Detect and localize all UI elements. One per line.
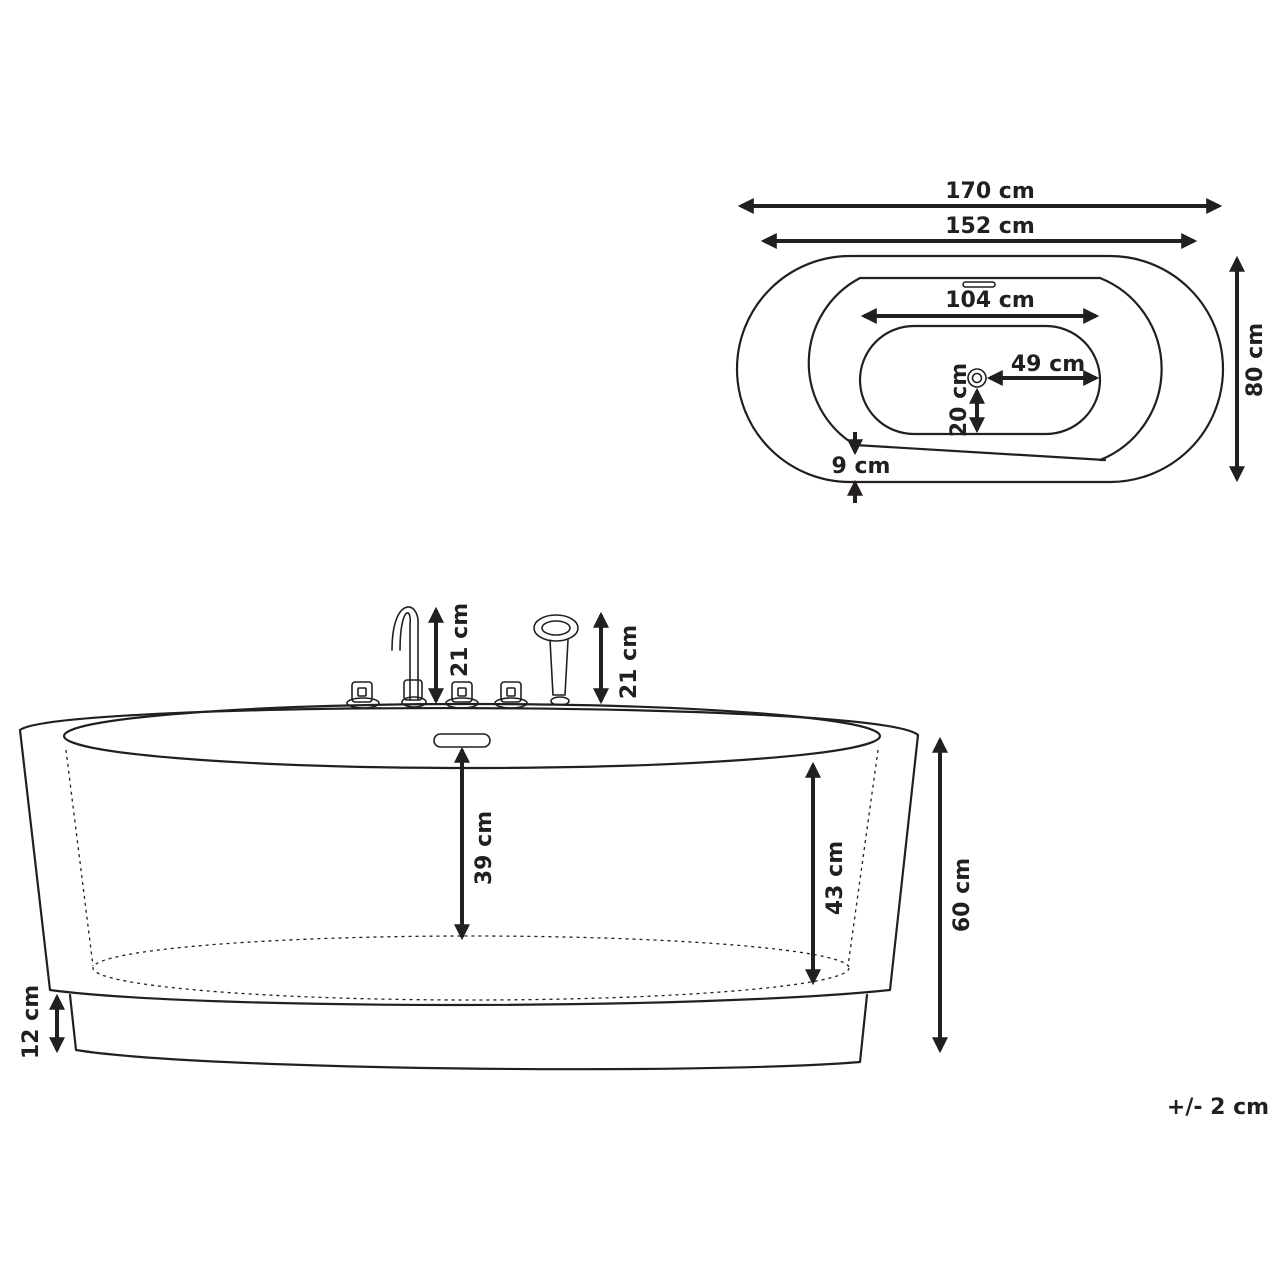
label-drain-to-end: 49 cm xyxy=(1011,352,1085,377)
tub-basin-outline xyxy=(858,324,1102,436)
tolerance-note: +/- 2 cm xyxy=(1167,1095,1269,1120)
label-plinth-height: 12 cm xyxy=(19,985,44,1059)
label-faucet-height: 21 cm xyxy=(448,603,473,677)
valve-handle-right xyxy=(494,681,528,709)
tub-plinth-outline xyxy=(68,993,869,1071)
hidden-wall-left xyxy=(65,749,94,967)
side-view: 21 cm 21 cm 39 cm 43 cm 60 cm 12 cm xyxy=(18,603,975,1071)
hand-shower-icon xyxy=(533,614,579,706)
label-outer-depth: 43 cm xyxy=(823,841,848,915)
label-inner-length: 152 cm xyxy=(945,214,1035,239)
drain-icon xyxy=(967,368,987,388)
valve-handle-left xyxy=(346,681,380,709)
valve-handle-middle xyxy=(445,681,479,709)
tub-inner-outline xyxy=(807,276,1163,462)
label-overall-length: 170 cm xyxy=(945,179,1035,204)
label-basin-length: 104 cm xyxy=(945,288,1035,313)
tub-outer-outline xyxy=(735,254,1225,484)
top-view: 170 cm 152 cm 104 cm 49 cm 20 cm 9 cm 80… xyxy=(735,179,1268,503)
label-drain-offset: 20 cm xyxy=(947,363,972,437)
faucet-icon xyxy=(391,606,427,708)
tub-rim-ellipse xyxy=(62,702,882,770)
overflow-slot-side xyxy=(433,733,491,748)
hidden-wall-right xyxy=(847,749,879,967)
overflow-slot xyxy=(962,281,996,288)
hidden-bottom-ellipse xyxy=(92,935,850,1001)
label-total-height: 60 cm xyxy=(950,858,975,932)
label-rim-width: 9 cm xyxy=(832,454,891,479)
label-overall-width: 80 cm xyxy=(1243,323,1268,397)
label-shower-height: 21 cm xyxy=(617,625,642,699)
label-inner-depth: 39 cm xyxy=(472,811,497,885)
tub-body-outline xyxy=(18,706,920,1007)
